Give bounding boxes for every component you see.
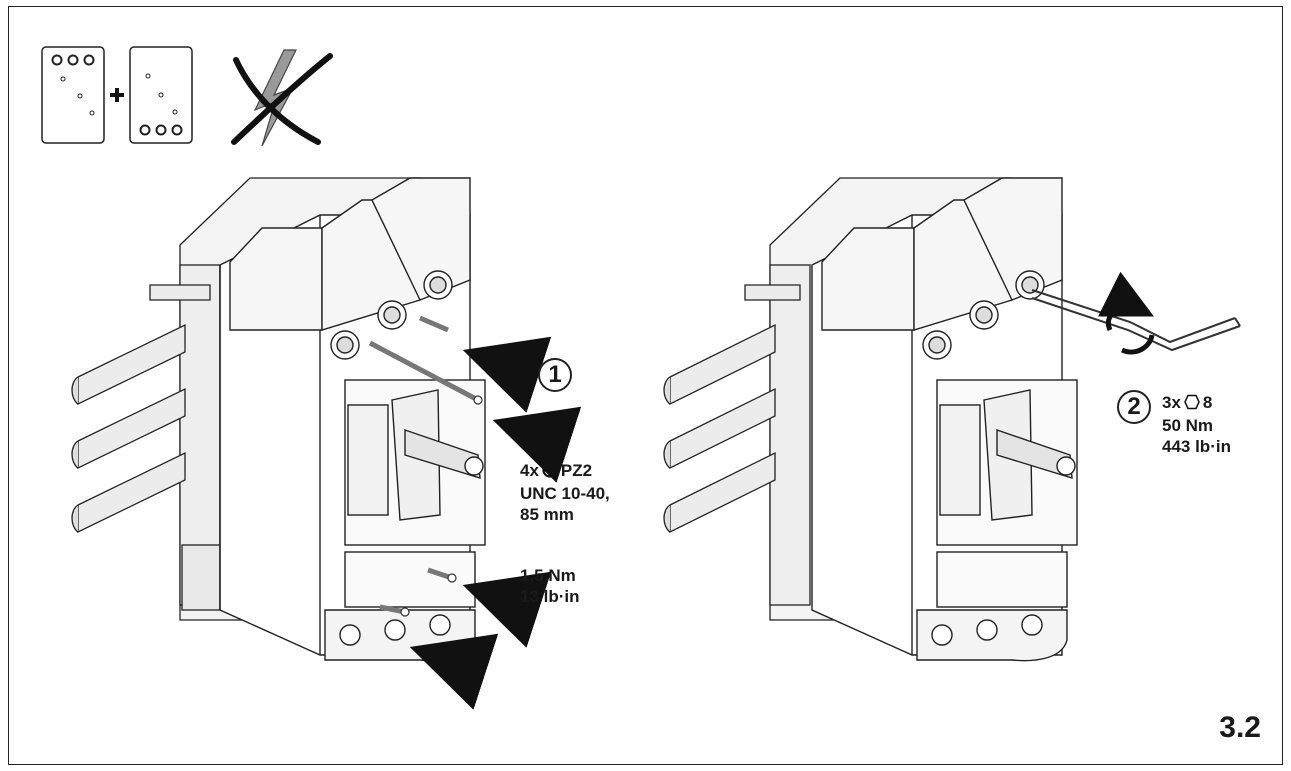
busbars-right (663, 323, 776, 534)
pole-configuration-icon-2 (129, 46, 193, 144)
rotation-arrow (1098, 271, 1155, 355)
plus-icon (110, 88, 124, 102)
step-1-torque: 1,5 Nm 13 lb·in (520, 566, 580, 606)
page-frame (8, 6, 1283, 765)
step-2-number: 2 (1117, 390, 1151, 424)
hex-key-tool (1031, 289, 1241, 352)
hex-key-icon (1184, 394, 1200, 415)
pole-configuration-icon (41, 46, 105, 144)
figure-number: 3.2 (1219, 711, 1261, 744)
breaker-body-left (219, 177, 486, 662)
breaker-body-right (811, 177, 1078, 662)
no-voltage-icon (231, 49, 333, 147)
insertion-arrows-left (409, 336, 582, 710)
step-1-number: 1 (538, 358, 572, 392)
phillips-screwdriver-icon (542, 462, 558, 483)
